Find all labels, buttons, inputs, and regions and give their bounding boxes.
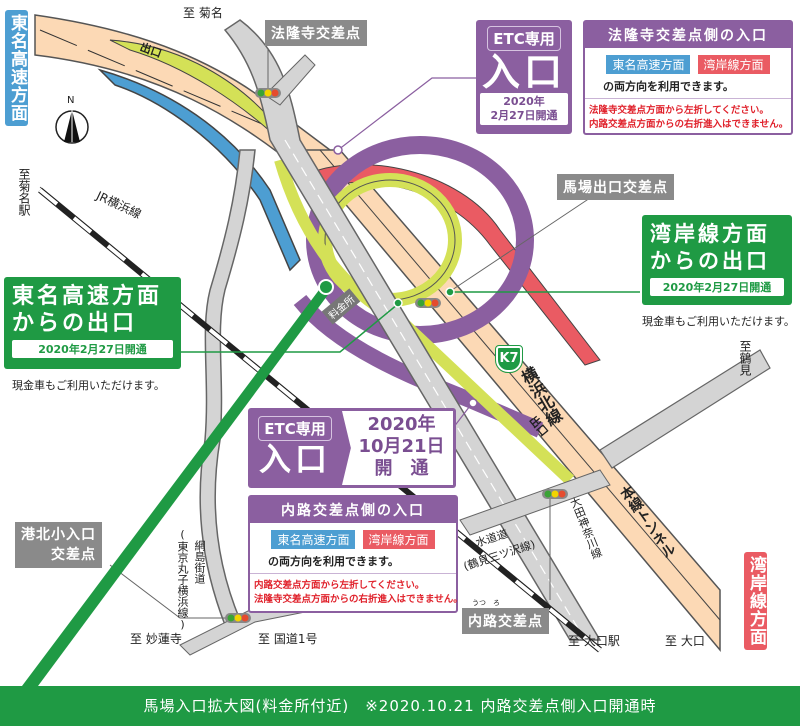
to-tsurumi-label: 至鶴見 xyxy=(738,340,752,376)
warning-no-right-turn: 法隆寺交差点方面からの右折進入はできません。 xyxy=(254,594,463,605)
exit-open-date: 2020年2月27日開通 xyxy=(650,278,784,296)
warning-left-turn: 法隆寺交差点方面から左折してください。 xyxy=(589,105,769,116)
wangan-direction-chip: 湾岸線方面 xyxy=(697,55,770,74)
etc-top-marker xyxy=(333,145,343,155)
etc-bottom-marker xyxy=(468,398,478,408)
etc-only-pill: ETC専用 xyxy=(258,416,332,441)
wangan-exit-cash-note: 現金車もご利用いただけます。 xyxy=(642,315,795,328)
tollgate-pointer xyxy=(22,286,330,686)
date-line-2: 2月27日開通 xyxy=(490,109,558,122)
baba-exit-marker-left xyxy=(393,298,403,308)
uchiro-ruby: うつ ろ xyxy=(472,599,500,607)
entry-title: 入口 xyxy=(481,50,566,94)
leader-lines xyxy=(109,48,640,619)
etc-entry-top-box: ETC専用 入口 2020年 2月27日開通 xyxy=(476,20,572,134)
date-line-1: 2020年 xyxy=(503,95,545,108)
tsunashima-kaido-label: 網島街道 xyxy=(193,540,206,584)
date-line-1: 2020年 xyxy=(367,414,436,435)
to-kikuna-label: 至 菊名 xyxy=(183,6,223,20)
local-road-suido xyxy=(459,349,771,536)
to-okuchi-station-label: 至 大口駅 xyxy=(568,634,620,648)
date-line-2: 10月21日 xyxy=(358,436,445,457)
compass-n-label: N xyxy=(67,95,75,106)
to-kikuna-station-label: 至菊名駅 xyxy=(17,168,31,216)
etc-only-pill: ETC専用 xyxy=(487,26,561,51)
expressway-tomei-approach xyxy=(34,14,332,272)
both-directions-text: の両方向を利用できます。 xyxy=(603,80,734,93)
kohoku-sho-line1: 港北小入口 xyxy=(21,527,96,543)
tomei-exit-cash-note: 現金車もご利用いただけます。 xyxy=(12,379,165,392)
info-header: 法隆寺交差点側の入口 xyxy=(585,22,791,48)
info-header: 内路交差点側の入口 xyxy=(250,497,456,523)
kohoku-sho-intersection-label: 港北小入口 交差点 xyxy=(15,522,102,568)
date-line-3: 開 通 xyxy=(374,458,429,479)
info-warnings: 法隆寺交差点方面から左折してください。 内路交差点方面からの右折進入はできません… xyxy=(585,98,791,136)
tollgate-marker xyxy=(318,279,334,295)
horyuji-intersection-label: 法隆寺交差点 xyxy=(265,20,367,46)
wangan-direction-chip: 湾岸線方面 xyxy=(362,530,435,549)
entry-title: 入口 xyxy=(258,440,331,478)
info-warnings: 内路交差点方面から左折してください。 法隆寺交差点方面からの右折進入はできません… xyxy=(250,573,463,611)
etc-entry-bottom-date: 2020年 10月21日 開 通 xyxy=(342,411,453,485)
exit-title-line2: からの出口 xyxy=(12,311,138,336)
uchiro-intersection-label: 内路交差点 xyxy=(462,608,549,634)
both-directions-text: の両方向を利用できます。 xyxy=(268,555,399,568)
exit-title-line2: からの出口 xyxy=(650,249,770,273)
etc-entry-bottom-left: ETC専用 入口 xyxy=(248,408,342,488)
traffic-light-uchiro xyxy=(542,489,568,499)
to-okuchi-label: 至 大口 xyxy=(665,634,705,648)
exit-title-line1: 東名高速方面 xyxy=(12,284,163,309)
warning-left-turn: 内路交差点方面から左折してください。 xyxy=(254,580,425,591)
tomei-direction-chip: 東名高速方面 xyxy=(606,55,691,74)
compass-icon xyxy=(55,110,89,144)
traffic-light-kohoku xyxy=(225,613,251,623)
traffic-light-horyuji xyxy=(255,88,281,98)
horyuji-entry-info-box: 法隆寺交差点側の入口 東名高速方面 湾岸線方面 の両方向を利用できます。 法隆寺… xyxy=(583,20,793,135)
kohoku-sho-line2: 交差点 xyxy=(51,547,96,563)
etc-entry-bottom-box: ETC専用 入口 2020年 10月21日 開 通 xyxy=(248,408,456,488)
to-route1-label: 至 国道1号 xyxy=(258,632,318,646)
map-caption-footer: 馬場入口拡大図(料金所付近) ※2020.10.21 内路交差点側入口開通時 xyxy=(0,686,800,726)
exit-title-line1: 湾岸線方面 xyxy=(650,222,770,246)
exit-open-date: 2020年2月27日開通 xyxy=(12,340,173,358)
to-myorenji-label: 至 妙蓮寺 xyxy=(130,632,182,646)
info-body: 東名高速方面 湾岸線方面 の両方向を利用できます。 xyxy=(250,523,456,573)
tomei-direction-tag: 東名高速方面 xyxy=(5,10,28,126)
info-body: 東名高速方面 湾岸線方面 の両方向を利用できます。 xyxy=(585,48,791,98)
wangan-direction-tag: 湾岸線方面 xyxy=(744,552,767,650)
traffic-light-baba xyxy=(415,298,441,308)
wangan-exit-box: 湾岸線方面 からの出口 2020年2月27日開通 xyxy=(642,215,792,305)
baba-exit-intersection-label: 馬場出口交差点 xyxy=(557,174,674,200)
tomei-exit-box: 東名高速方面 からの出口 2020年2月27日開通 xyxy=(4,277,181,369)
tsunashima-kaido-sub-label: (東京丸子横浜線) xyxy=(176,528,189,631)
entry-open-date: 2020年 2月27日開通 xyxy=(480,93,568,125)
route-k7-shield: K7 xyxy=(495,345,523,373)
tomei-direction-chip: 東名高速方面 xyxy=(271,530,356,549)
warning-no-right-turn: 内路交差点方面からの右折進入はできません。 xyxy=(589,119,789,130)
uchiro-entry-info-box: 内路交差点側の入口 東名高速方面 湾岸線方面 の両方向を利用できます。 内路交差… xyxy=(248,495,463,613)
baba-exit-marker-right xyxy=(445,287,455,297)
